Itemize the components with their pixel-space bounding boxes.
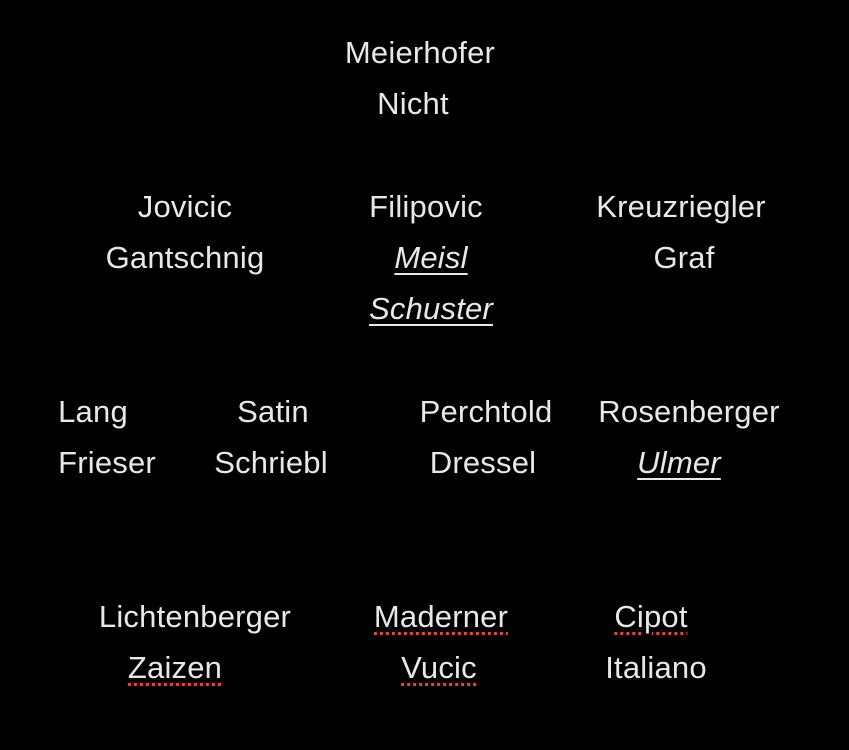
forward-3-b: Italiano [605, 650, 707, 685]
forward-2-b: Vucic [401, 650, 477, 685]
midfielder-4-a: Rosenberger [598, 394, 780, 429]
defender-left-1: Jovicic [137, 189, 233, 224]
defender-right-1: Kreuzriegler [596, 189, 766, 224]
midfielder-2-b: Schriebl [214, 445, 328, 480]
midfielder-4-b: Ulmer [637, 445, 721, 480]
defender-left-2: Gantschnig [105, 240, 265, 275]
forward-1-b: Zaizen [127, 650, 223, 685]
defender-center-3: Schuster [369, 291, 493, 326]
goalkeeper-1: Meierhofer [344, 35, 496, 70]
forward-2-a: Maderner [373, 599, 509, 634]
forward-3-a: Cipot [614, 599, 688, 634]
midfielder-1-a: Lang [58, 394, 128, 429]
defender-right-2: Graf [653, 240, 715, 275]
forward-1-a: Lichtenberger [98, 599, 292, 634]
midfielder-3-a: Perchtold [419, 394, 553, 429]
defender-center-2: Meisl [394, 240, 468, 275]
midfielder-2-a: Satin [237, 394, 309, 429]
defender-center-1: Filipovic [369, 189, 483, 224]
midfielder-3-b: Dressel [429, 445, 537, 480]
midfielder-1-b: Frieser [58, 445, 156, 480]
goalkeeper-2: Nicht [377, 86, 449, 121]
